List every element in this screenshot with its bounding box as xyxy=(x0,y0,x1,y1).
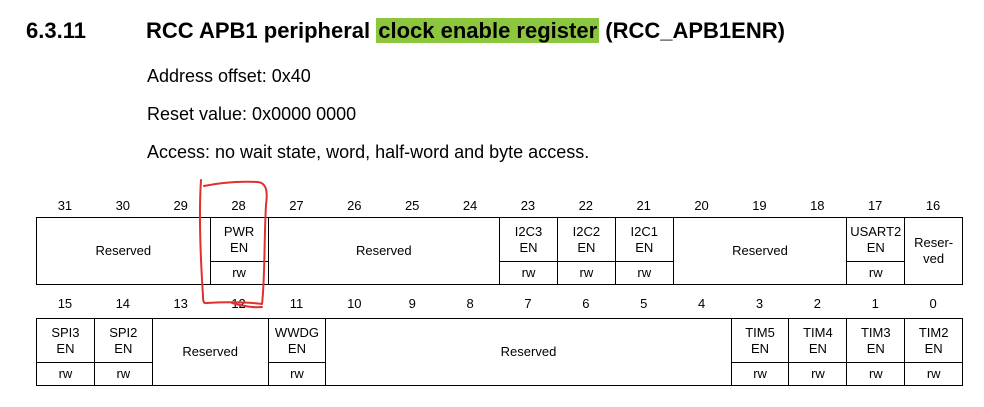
access-type: rw xyxy=(209,261,269,285)
bit-number: 30 xyxy=(115,198,131,213)
access-type: rw xyxy=(846,362,906,386)
bit-number: 28 xyxy=(231,198,246,213)
field-label: EN xyxy=(230,239,249,255)
bit-number: 0 xyxy=(929,296,937,311)
field-label: SPI3 xyxy=(51,324,80,340)
bit-number: 2 xyxy=(813,296,821,311)
bit-number: 8 xyxy=(466,296,474,311)
field-label: EN xyxy=(751,340,770,356)
bit-number: 15 xyxy=(57,296,73,311)
bit-number: 16 xyxy=(925,198,941,213)
bit-number: 20 xyxy=(694,198,709,213)
bit-number: 25 xyxy=(404,198,420,213)
field-label: Reser- xyxy=(914,235,954,250)
access-type: rw xyxy=(788,362,848,386)
title-prefix: RCC APB1 peripheral xyxy=(146,18,377,43)
bit-number: 14 xyxy=(115,296,131,311)
bit-number: 9 xyxy=(408,296,416,311)
field-label: TIM5 xyxy=(745,324,775,340)
section-heading: 6.3.11 RCC APB1 peripheral clock enable r… xyxy=(26,18,785,44)
field-label: EN xyxy=(56,340,75,356)
field-label: USART2 xyxy=(850,223,902,239)
reserved-field: Reserved xyxy=(36,217,211,285)
bit-number: 29 xyxy=(173,198,188,213)
access-type: rw xyxy=(730,362,790,386)
field-label: TIM3 xyxy=(860,324,891,340)
bit-number: 18 xyxy=(810,198,825,213)
bit-number: 7 xyxy=(524,296,532,311)
access-type: rw xyxy=(846,261,906,285)
bit-number: 5 xyxy=(640,296,648,311)
field-label: I2C1 xyxy=(630,223,658,239)
bit-number: 23 xyxy=(520,198,536,213)
access-type: rw xyxy=(36,362,95,386)
reset-value: Reset value: 0x0000 0000 xyxy=(147,104,357,124)
bit-number: 13 xyxy=(173,296,188,311)
bit-number: 12 xyxy=(231,296,246,311)
reserved-field: Reserved xyxy=(151,318,269,386)
reserved-field: Reserved xyxy=(267,217,501,285)
title-highlight: clock enable register xyxy=(376,18,600,43)
bit-number: 27 xyxy=(289,198,304,213)
access-type: rw xyxy=(556,261,616,285)
field-label: EN xyxy=(577,239,596,255)
bit-number: 26 xyxy=(347,198,362,213)
bit-number: 22 xyxy=(578,198,594,213)
field-label: EN xyxy=(808,340,827,356)
field-label: EN xyxy=(924,340,943,356)
bit-number: 11 xyxy=(289,296,304,311)
reserved-field: Reser-ved xyxy=(904,217,964,285)
address-offset: Address offset: 0x40 xyxy=(147,66,311,86)
access-type: rw xyxy=(93,362,153,386)
bit-number: 3 xyxy=(755,296,764,311)
bit-number: 31 xyxy=(57,198,73,213)
field-label: I2C3 xyxy=(514,223,543,239)
section-number: 6.3.11 xyxy=(26,18,86,43)
title-suffix: (RCC_APB1ENR) xyxy=(599,18,785,43)
field-label: TIM2 xyxy=(918,324,949,340)
field-label: EN xyxy=(287,340,306,356)
reserved-field: Reserved xyxy=(672,217,848,285)
bit-number: 1 xyxy=(871,296,879,311)
field-label: EN xyxy=(866,239,885,255)
bit-number: 4 xyxy=(697,296,706,311)
access-type: rw xyxy=(267,362,327,386)
field-label: EN xyxy=(114,340,133,356)
access-type: rw xyxy=(904,362,964,386)
field-label: TIM4 xyxy=(803,324,833,340)
access-type: rw xyxy=(614,261,674,285)
bit-number: 17 xyxy=(867,198,883,213)
access-type: rw xyxy=(499,261,558,285)
field-label: EN xyxy=(519,239,538,255)
field-label: I2C2 xyxy=(572,223,601,239)
field-label: EN xyxy=(866,340,885,356)
bit-number: 10 xyxy=(347,296,362,311)
bit-number: 6 xyxy=(582,296,590,311)
bit-number: 21 xyxy=(636,198,651,213)
field-label: PWR xyxy=(223,223,255,239)
field-label: SPI2 xyxy=(109,324,138,340)
bit-number: 24 xyxy=(462,198,478,213)
field-label: EN xyxy=(635,239,654,255)
access-description: Access: no wait state, word, half-word a… xyxy=(147,142,590,162)
bit-number: 19 xyxy=(752,198,767,213)
field-label: ved xyxy=(923,251,945,266)
field-label: WWDG xyxy=(274,324,319,340)
reserved-field: Reserved xyxy=(325,318,732,386)
